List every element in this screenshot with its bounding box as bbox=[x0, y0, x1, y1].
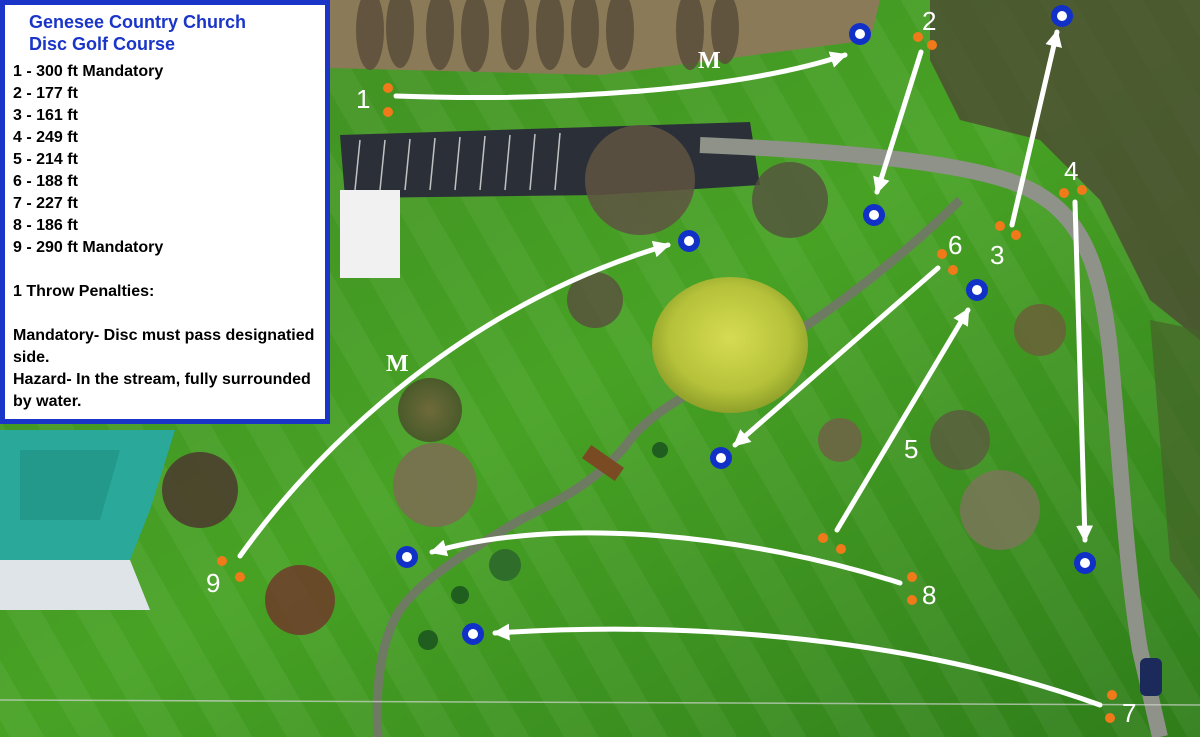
mandatory-marker-hole-1: M bbox=[698, 48, 721, 74]
hole-label-8: 8 bbox=[922, 580, 936, 610]
hole-4-flight-arrow bbox=[1072, 199, 1094, 543]
hole-distance-item: 4 - 249 ft bbox=[13, 129, 78, 146]
hole-1-flight-arrow bbox=[393, 51, 848, 100]
course-legend: Genesee Country Church Disc Golf Course … bbox=[0, 0, 330, 424]
hole-label-1: 1 bbox=[356, 84, 370, 114]
hole-label-4: 4 bbox=[1064, 156, 1078, 186]
hole-distance-item: 9 - 290 ft Mandatory bbox=[13, 239, 164, 256]
basket-3-icon bbox=[1051, 5, 1073, 27]
hole-distance-item: 5 - 214 ft bbox=[13, 151, 78, 168]
hole-distance-item: 2 - 177 ft bbox=[13, 85, 78, 102]
basket-6-icon bbox=[710, 447, 732, 469]
hole-distance-item: 6 - 188 ft bbox=[13, 173, 78, 190]
hole-label-9: 9 bbox=[206, 568, 220, 598]
footbridge bbox=[582, 444, 624, 482]
basket-4-icon bbox=[1074, 552, 1096, 574]
willow-tree bbox=[652, 277, 808, 413]
basket-5-icon bbox=[966, 279, 988, 301]
basket-2-icon bbox=[863, 204, 885, 226]
hole-3-flight-arrow bbox=[1009, 29, 1062, 228]
trees bbox=[162, 125, 1066, 650]
hole-5-flight-arrow bbox=[834, 307, 971, 533]
power-line bbox=[0, 699, 1200, 706]
hole-6-flight-arrow bbox=[732, 265, 941, 448]
hole-9-flight-arrow bbox=[237, 240, 671, 559]
parking-lot bbox=[340, 122, 760, 198]
basket-7-icon bbox=[462, 623, 484, 645]
parked-car bbox=[1140, 658, 1162, 696]
basket-1-icon bbox=[849, 23, 871, 45]
hole-label-7: 7 bbox=[1122, 698, 1136, 728]
mandatory-marker-hole-9: M bbox=[386, 351, 409, 377]
penalties-heading: 1 Throw Penalties: bbox=[13, 283, 155, 300]
tree-row bbox=[356, 0, 739, 72]
hole-label-2: 2 bbox=[922, 6, 936, 36]
baskets bbox=[396, 5, 1096, 645]
hole-label-6: 6 bbox=[948, 230, 962, 260]
church-building bbox=[0, 430, 175, 610]
hole-label-5: 5 bbox=[904, 434, 918, 464]
legend-title-line-1: Genesee Country Church bbox=[29, 12, 247, 32]
hole-distance-item: 8 - 186 ft bbox=[13, 217, 78, 234]
hole-7-flight-arrow bbox=[492, 623, 1103, 708]
shed-building bbox=[340, 190, 400, 278]
basket-8-icon bbox=[396, 546, 418, 568]
legend-title-line-2: Disc Golf Course bbox=[29, 34, 176, 54]
hole-distance-item: 1 - 300 ft Mandatory bbox=[13, 63, 164, 80]
hole-8-flight-arrow bbox=[429, 530, 903, 586]
woods bbox=[930, 0, 1200, 340]
hole-distance-item: 3 - 161 ft bbox=[13, 107, 78, 124]
hazard-rule: Hazard- In the stream, fully surrounded … bbox=[13, 371, 311, 410]
hole-distance-item: 7 - 227 ft bbox=[13, 195, 78, 212]
hole-2-flight-arrow bbox=[873, 49, 924, 195]
tee-markers bbox=[217, 32, 1117, 723]
basket-9-icon bbox=[678, 230, 700, 252]
hole-label-3: 3 bbox=[990, 240, 1004, 270]
gravel-driveway bbox=[699, 137, 1168, 737]
hole-distance-list: 1 - 300 ft Mandatory 2 - 177 ft 3 - 161 … bbox=[13, 61, 315, 259]
mandatory-rule: Mandatory- Disc must pass designatied si… bbox=[13, 327, 315, 366]
